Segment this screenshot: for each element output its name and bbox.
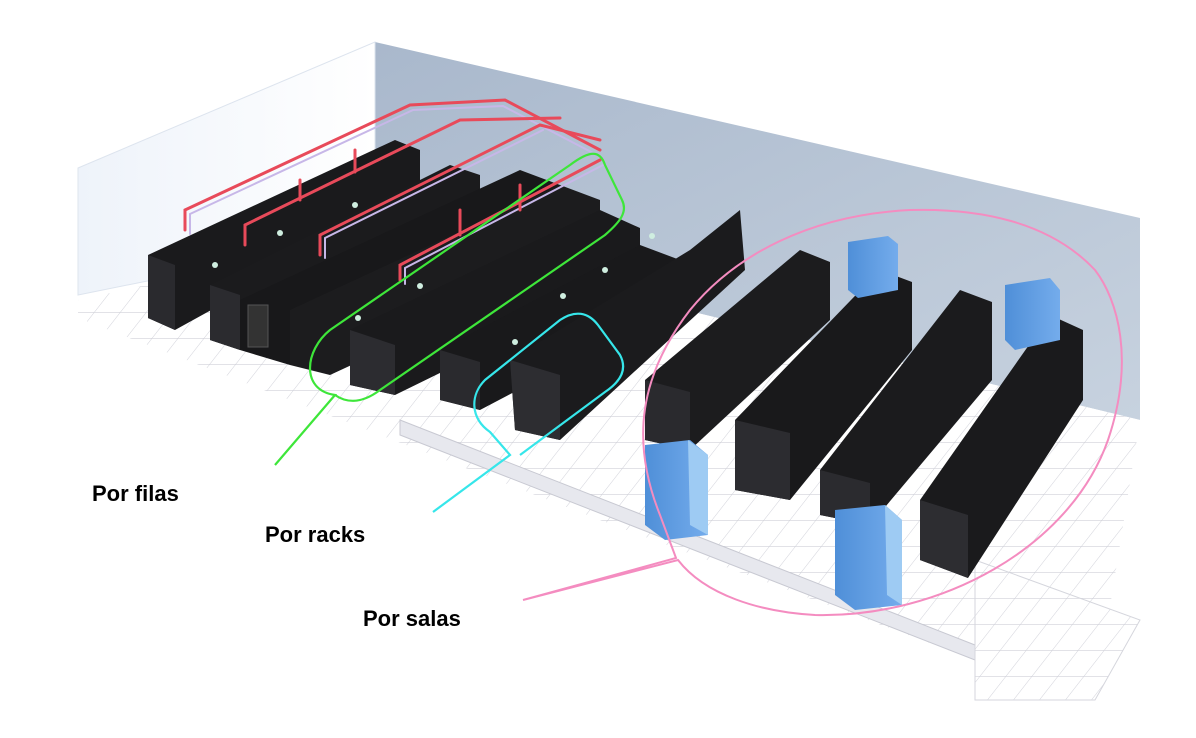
- rows-outline: [274, 152, 626, 466]
- rooms-outline: [522, 208, 1123, 617]
- label-rooms: Por salas: [363, 606, 461, 631]
- cabinet-rows-right: [645, 250, 1083, 578]
- floor-step: [974, 559, 1141, 701]
- cabinet-rows-left: [148, 140, 745, 440]
- label-racks: Por racks: [265, 522, 366, 547]
- rack-door: [247, 304, 269, 348]
- label-rows: Por filas: [92, 481, 179, 506]
- cable-trays: [183, 98, 604, 285]
- racks-outline: [432, 312, 625, 513]
- cooling-units: [645, 236, 1060, 610]
